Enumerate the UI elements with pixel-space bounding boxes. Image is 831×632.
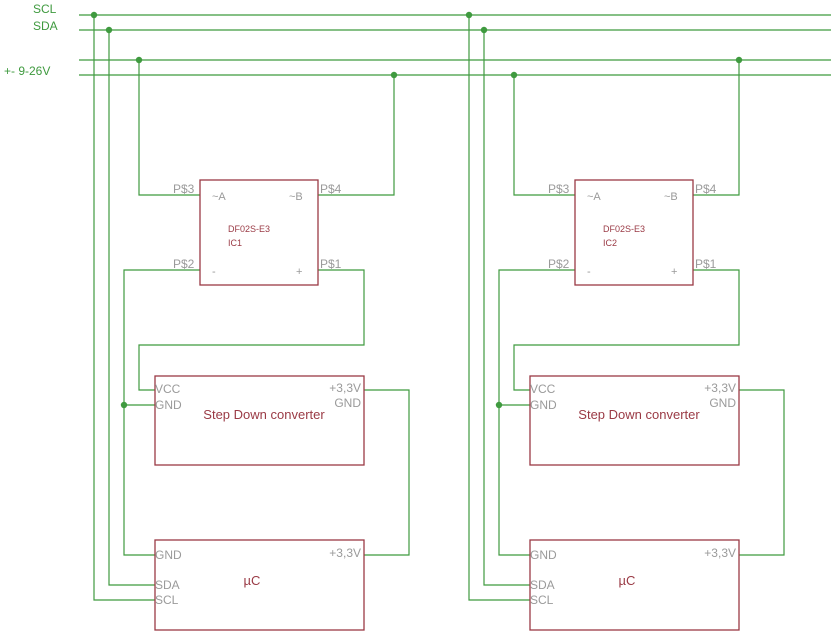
sda-pin-label: SDA bbox=[530, 578, 555, 592]
vplus-wire bbox=[138, 269, 365, 391]
bus-lines bbox=[79, 14, 831, 76]
step-down-converter-2[interactable]: VCC GND +3,3V GND Step Down converter bbox=[529, 375, 740, 466]
junction-dot bbox=[465, 11, 473, 19]
junction-dot bbox=[105, 26, 113, 34]
junction-dot bbox=[120, 401, 128, 409]
rectifier-ic2[interactable]: P$3 P$4 P$2 P$1 ~A ~B - + DF02S-E3 IC2 bbox=[548, 179, 717, 286]
v33-pin-label: +3,3V bbox=[704, 546, 736, 560]
pin-label-p4: P$4 bbox=[695, 182, 717, 196]
scl-pin-label: SCL bbox=[530, 593, 554, 607]
part-ref: IC1 bbox=[228, 238, 242, 248]
sda-drop-wire bbox=[483, 30, 530, 586]
junction-dot bbox=[735, 56, 743, 64]
rectifier-body bbox=[199, 179, 319, 286]
part-number: DF02S-E3 bbox=[228, 224, 270, 234]
ac-b-wire bbox=[318, 75, 395, 196]
junction-dot bbox=[480, 26, 488, 34]
circuit-section-2: P$3 P$4 P$2 P$1 ~A ~B - + DF02S-E3 IC2 V… bbox=[465, 11, 785, 631]
mcu-name: µC bbox=[244, 573, 261, 588]
minus-label: - bbox=[212, 266, 216, 278]
pin-label-p3: P$3 bbox=[548, 182, 570, 196]
converter-name: Step Down converter bbox=[203, 407, 325, 422]
gnd-wire bbox=[123, 269, 200, 556]
sda-pin-label: SDA bbox=[155, 578, 180, 592]
rectifier-ic1[interactable]: P$3 P$4 P$2 P$1 ~A ~B - + DF02S-E3 IC1 bbox=[173, 179, 342, 286]
out-gnd-pin-label: GND bbox=[709, 396, 736, 410]
converter-body bbox=[529, 375, 740, 466]
plus-label: + bbox=[671, 266, 677, 278]
v33-pin-label: +3,3V bbox=[329, 381, 361, 395]
ac-b-wire bbox=[693, 60, 740, 196]
gnd-pin-label: GND bbox=[155, 548, 182, 562]
converter-name: Step Down converter bbox=[578, 407, 700, 422]
ac-a-label: ~A bbox=[212, 191, 226, 203]
scl-pin-label: SCL bbox=[155, 593, 179, 607]
gnd-wire bbox=[498, 269, 575, 556]
net-label-scl: SCL bbox=[33, 2, 57, 16]
scl-drop-wire bbox=[468, 15, 530, 601]
pin-label-p2: P$2 bbox=[173, 257, 195, 271]
ac-a-wire bbox=[513, 75, 575, 196]
junction-dot bbox=[390, 71, 398, 79]
part-ref: IC2 bbox=[603, 238, 617, 248]
mcu-name: µC bbox=[619, 573, 636, 588]
sda-drop-wire bbox=[108, 30, 155, 586]
plus-label: + bbox=[296, 266, 302, 278]
out-gnd-pin-label: GND bbox=[334, 396, 361, 410]
pin-label-p1: P$1 bbox=[320, 257, 342, 271]
v33-wire bbox=[739, 389, 785, 556]
net-label-sda: SDA bbox=[33, 19, 58, 33]
mcu-body bbox=[529, 539, 740, 631]
vcc-pin-label: VCC bbox=[155, 382, 181, 396]
ac-a-label: ~A bbox=[587, 191, 601, 203]
minus-label: - bbox=[587, 266, 591, 278]
rectifier-body bbox=[574, 179, 694, 286]
converter-body bbox=[154, 375, 365, 466]
v33-pin-label: +3,3V bbox=[329, 546, 361, 560]
vcc-pin-label: VCC bbox=[530, 382, 556, 396]
part-number: DF02S-E3 bbox=[603, 224, 645, 234]
pin-label-p3: P$3 bbox=[173, 182, 195, 196]
gnd-pin-label: GND bbox=[530, 398, 557, 412]
gnd-pin-label: GND bbox=[155, 398, 182, 412]
ac-b-label: ~B bbox=[289, 191, 303, 203]
pin-label-p1: P$1 bbox=[695, 257, 717, 271]
junction-dot bbox=[135, 56, 143, 64]
microcontroller-1[interactable]: GND SDA SCL +3,3V µC bbox=[154, 539, 365, 631]
vplus-wire bbox=[513, 269, 740, 391]
ac-b-label: ~B bbox=[664, 191, 678, 203]
junction-dot bbox=[495, 401, 503, 409]
junction-dot bbox=[90, 11, 98, 19]
pin-label-p2: P$2 bbox=[548, 257, 570, 271]
step-down-converter-1[interactable]: VCC GND +3,3V GND Step Down converter bbox=[154, 375, 365, 466]
pin-label-p4: P$4 bbox=[320, 182, 342, 196]
gnd-pin-label: GND bbox=[530, 548, 557, 562]
ac-a-wire bbox=[138, 60, 200, 196]
net-label-power: +- 9-26V bbox=[4, 64, 50, 78]
v33-pin-label: +3,3V bbox=[704, 381, 736, 395]
scl-drop-wire bbox=[93, 15, 155, 601]
v33-wire bbox=[364, 389, 410, 556]
microcontroller-2[interactable]: GND SDA SCL +3,3V µC bbox=[529, 539, 740, 631]
mcu-body bbox=[154, 539, 365, 631]
circuit-section-1: P$3 P$4 P$2 P$1 ~A ~B - + DF02S-E3 IC1 V… bbox=[90, 11, 410, 631]
junction-dot bbox=[510, 71, 518, 79]
